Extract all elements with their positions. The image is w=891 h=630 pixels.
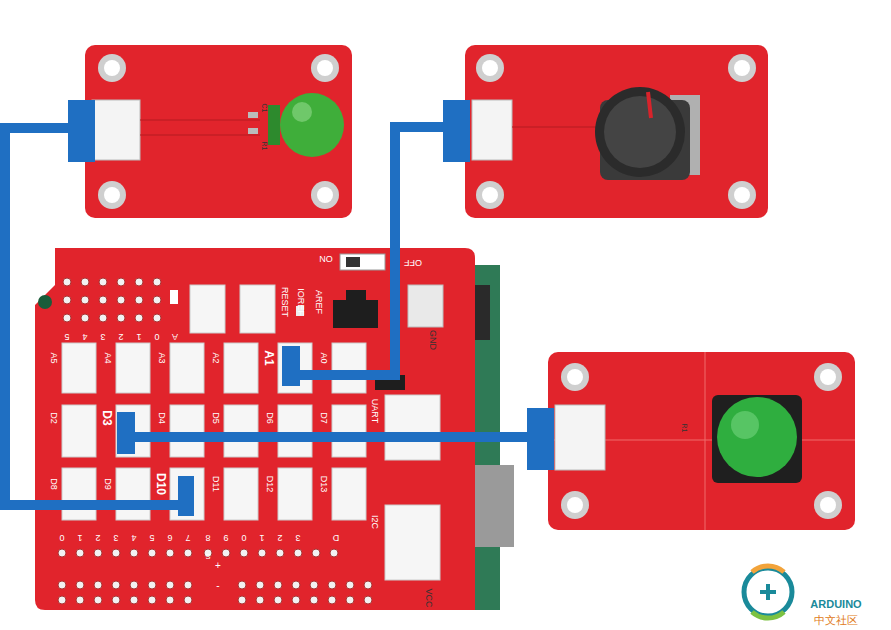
- component-ref: R1: [261, 142, 268, 151]
- header-number: 0: [59, 533, 64, 542]
- header-number: D: [333, 533, 340, 542]
- pin-label: S: [205, 552, 210, 560]
- header-number: 1: [136, 332, 141, 341]
- header-number: 6: [167, 533, 172, 542]
- pin-label: -: [216, 581, 219, 591]
- port-label: D11: [211, 476, 220, 492]
- port-label: D9: [103, 478, 112, 490]
- header-number: 0: [241, 533, 246, 542]
- port-label: UART: [370, 399, 379, 423]
- header-number: 0: [154, 332, 159, 341]
- port-label: A1: [263, 350, 275, 365]
- potentiometer-module: [465, 45, 768, 218]
- port-label: A2: [211, 352, 220, 363]
- header-number: 4: [82, 332, 87, 341]
- header-number: 1: [259, 533, 264, 542]
- pin-label: IOREF: [296, 288, 305, 316]
- led-module: [85, 45, 352, 218]
- port-label: A4: [103, 352, 112, 363]
- header-number: 5: [149, 533, 154, 542]
- button-module: [548, 352, 855, 530]
- header-number: 4: [131, 533, 136, 542]
- pin-label: RESET: [280, 287, 289, 317]
- header-number: 9: [223, 533, 228, 542]
- header-number: 3: [100, 332, 105, 341]
- pin-label: +: [215, 561, 221, 571]
- header-number: 5: [64, 332, 69, 341]
- header-number: 8: [205, 533, 210, 542]
- component-ref: R1: [681, 424, 688, 433]
- component-ref: C1: [261, 104, 268, 113]
- arduino-shield: [35, 248, 514, 610]
- header-number: 1: [77, 533, 82, 542]
- header-number: 2: [277, 533, 282, 542]
- switch-label: OFF: [404, 258, 422, 267]
- port-label: D8: [49, 478, 58, 490]
- port-label: I2C: [370, 515, 379, 529]
- port-label: D6: [265, 412, 274, 424]
- watermark-text: ARDUINO: [810, 599, 861, 610]
- header-number: 7: [185, 533, 190, 542]
- header-number: 3: [113, 533, 118, 542]
- pin-label: GND: [428, 330, 437, 350]
- port-label: D12: [265, 476, 274, 493]
- port-label: A3: [157, 352, 166, 363]
- jumper-wires: [5, 127, 530, 505]
- watermark-text: 中文社区: [814, 615, 858, 626]
- watermark-logo: [744, 566, 792, 618]
- switch-label: ON: [319, 254, 333, 263]
- pin-label: VCC: [424, 588, 433, 607]
- header-number: 2: [118, 332, 123, 341]
- header-number: 3: [295, 533, 300, 542]
- port-label: D2: [49, 412, 58, 424]
- header-number: 2: [95, 533, 100, 542]
- port-label: D10: [155, 473, 167, 495]
- port-label: A5: [49, 352, 58, 363]
- port-label: D5: [211, 412, 220, 424]
- header-number: A: [172, 332, 178, 341]
- pin-label: AREF: [314, 290, 323, 314]
- port-label: A0: [319, 352, 328, 363]
- wire-plugs: [68, 100, 554, 516]
- port-label: D4: [157, 412, 166, 424]
- port-label: D7: [319, 412, 328, 424]
- port-label: D3: [101, 410, 113, 425]
- port-label: D13: [319, 476, 328, 493]
